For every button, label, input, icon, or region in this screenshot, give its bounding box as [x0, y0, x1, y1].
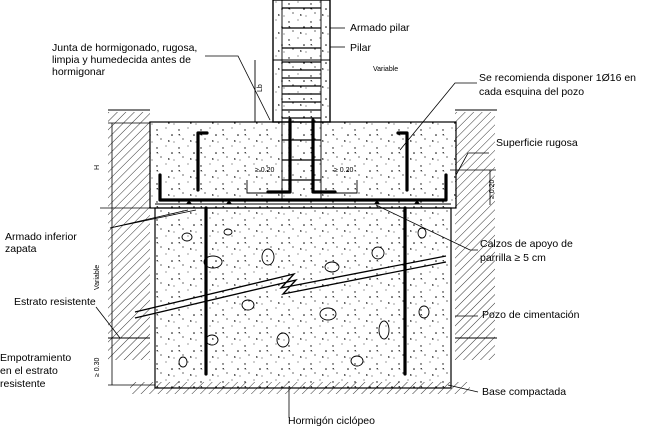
label-junta-2: limpia y humedecida antes de — [52, 54, 191, 66]
label-recomienda-1: Se recomienda disponer 1Ø16 en — [479, 72, 636, 84]
label-dim-030: ≥ 0.30 — [94, 357, 101, 377]
label-base: Base compactada — [482, 386, 566, 398]
label-empotra-1: Empotramiento — [0, 352, 71, 364]
footing — [149, 121, 457, 209]
label-variable-top: Variable — [373, 66, 398, 73]
leader-lines — [95, 27, 496, 418]
label-armado-pilar: Armado pilar — [350, 22, 410, 34]
label-junta-1: Junta de hormigonado, rugosa, — [52, 42, 197, 54]
label-dim-020-c: ≥ 0.20 — [489, 179, 496, 199]
label-empotra-2: en el estrato — [0, 365, 58, 377]
label-dim-020-a: ≥ 0.20 — [255, 167, 275, 174]
label-pilar: Pilar — [350, 42, 372, 54]
label-armado-2: zapata — [5, 243, 37, 255]
label-recomienda-2: cada esquina del pozo — [479, 86, 584, 98]
label-calzos-2: parrilla ≥ 5 cm — [480, 252, 546, 264]
label-armado-1: Armado inferior — [5, 231, 77, 243]
label-pozo: Pozo de cimentación — [482, 309, 580, 321]
label-h: H — [94, 165, 101, 170]
label-empotra-3: resistente — [0, 378, 46, 390]
label-dim-020-b: ≥ 0.20 — [334, 167, 354, 174]
label-lb: Lb — [257, 84, 264, 92]
column — [254, 0, 337, 200]
cyclopean-well — [134, 206, 452, 389]
label-hormigon: Hormigón ciclópeo — [288, 415, 375, 427]
label-calzos-1: Calzos de apoyo de — [480, 238, 573, 250]
label-junta-3: hormigonar — [52, 66, 106, 78]
labels: Armado pilar Junta de hormigonado, rugos… — [0, 22, 636, 427]
label-variable-side: Variable — [94, 265, 101, 290]
footing-rebar — [155, 131, 451, 205]
label-superficie: Superficie rugosa — [496, 137, 578, 149]
label-estrato: Estrato resistente — [14, 296, 96, 308]
